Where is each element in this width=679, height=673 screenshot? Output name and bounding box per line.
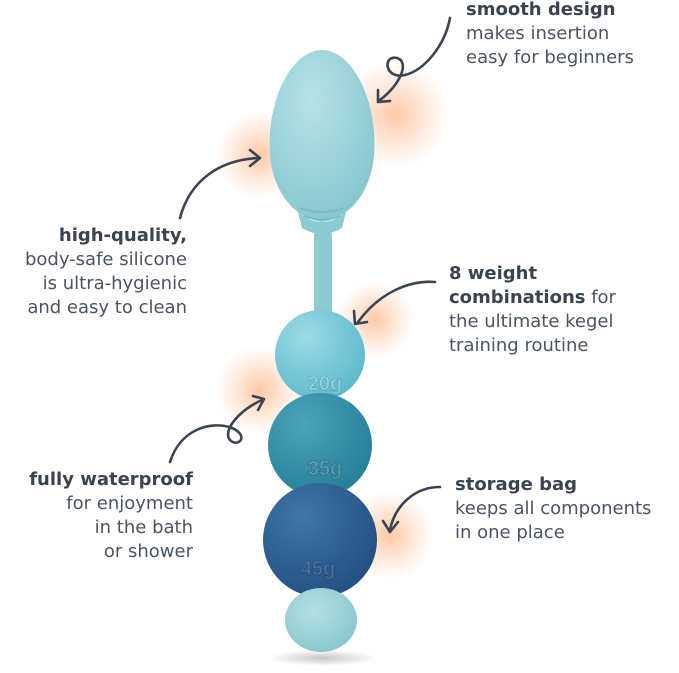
arrow-weights [356, 280, 437, 324]
arrowhead-smooth [376, 88, 392, 104]
arrow-smooth [378, 16, 452, 102]
weight-label-small: 20g [308, 373, 342, 395]
callout-text: training routine [449, 335, 589, 356]
arrow-storage [388, 485, 442, 532]
callout-text: body-safe silicone [24, 249, 187, 270]
callout-text: in one place [455, 522, 565, 543]
arrow-waterproof [168, 398, 264, 464]
callout-text: and easy to clean [27, 297, 187, 318]
callout-text: is ultra-hygienic [42, 273, 187, 294]
neck-ring [303, 215, 341, 221]
callout-text: in the bath [94, 517, 193, 538]
callout-storage: storage bag keeps all components in one … [455, 473, 651, 545]
neck-base [298, 212, 346, 234]
callout-smooth-design: smooth design makes insertion easy for b… [466, 0, 634, 70]
device-tail [285, 588, 357, 652]
callout-title-line-2: combinations for [449, 286, 616, 310]
arrow-silicone [178, 156, 260, 220]
floor-shadow [268, 650, 378, 666]
callout-text: makes insertion [466, 23, 610, 44]
callout-text: or shower [103, 541, 193, 562]
arrowhead-storage [381, 519, 400, 534]
weight-ball-medium [268, 393, 372, 497]
callout-title: storage bag [455, 474, 577, 495]
callout-text: easy for beginners [466, 47, 634, 68]
weight-ball-large [263, 483, 377, 597]
callout-weights: 8 weight combinations for the ultimate k… [449, 262, 616, 358]
arrowhead-waterproof [251, 394, 266, 412]
callout-waterproof: fully waterproof for enjoyment in the ba… [29, 468, 193, 564]
callout-title: fully waterproof [29, 469, 193, 490]
device-head [269, 50, 375, 222]
callout-title: high-quality, [58, 225, 187, 246]
callout-text: the ultimate kegel [449, 311, 614, 332]
callout-text: for enjoyment [66, 493, 193, 514]
arrowhead-silicone [248, 148, 262, 168]
weight-label-large: 45g [301, 558, 335, 580]
arrowhead-weights [352, 309, 369, 326]
callout-title: 8 weight [449, 263, 538, 284]
callout-silicone: high-quality, body-safe silicone is ultr… [25, 224, 187, 320]
weight-ball-small [275, 310, 365, 400]
callout-title: smooth design [466, 0, 616, 20]
weight-label-medium: 35g [308, 458, 342, 480]
callout-title-2: combinations [449, 287, 586, 308]
callout-title-2-suffix: for [585, 287, 616, 308]
callout-text: keeps all components [455, 498, 652, 519]
neck-ring [299, 207, 345, 213]
